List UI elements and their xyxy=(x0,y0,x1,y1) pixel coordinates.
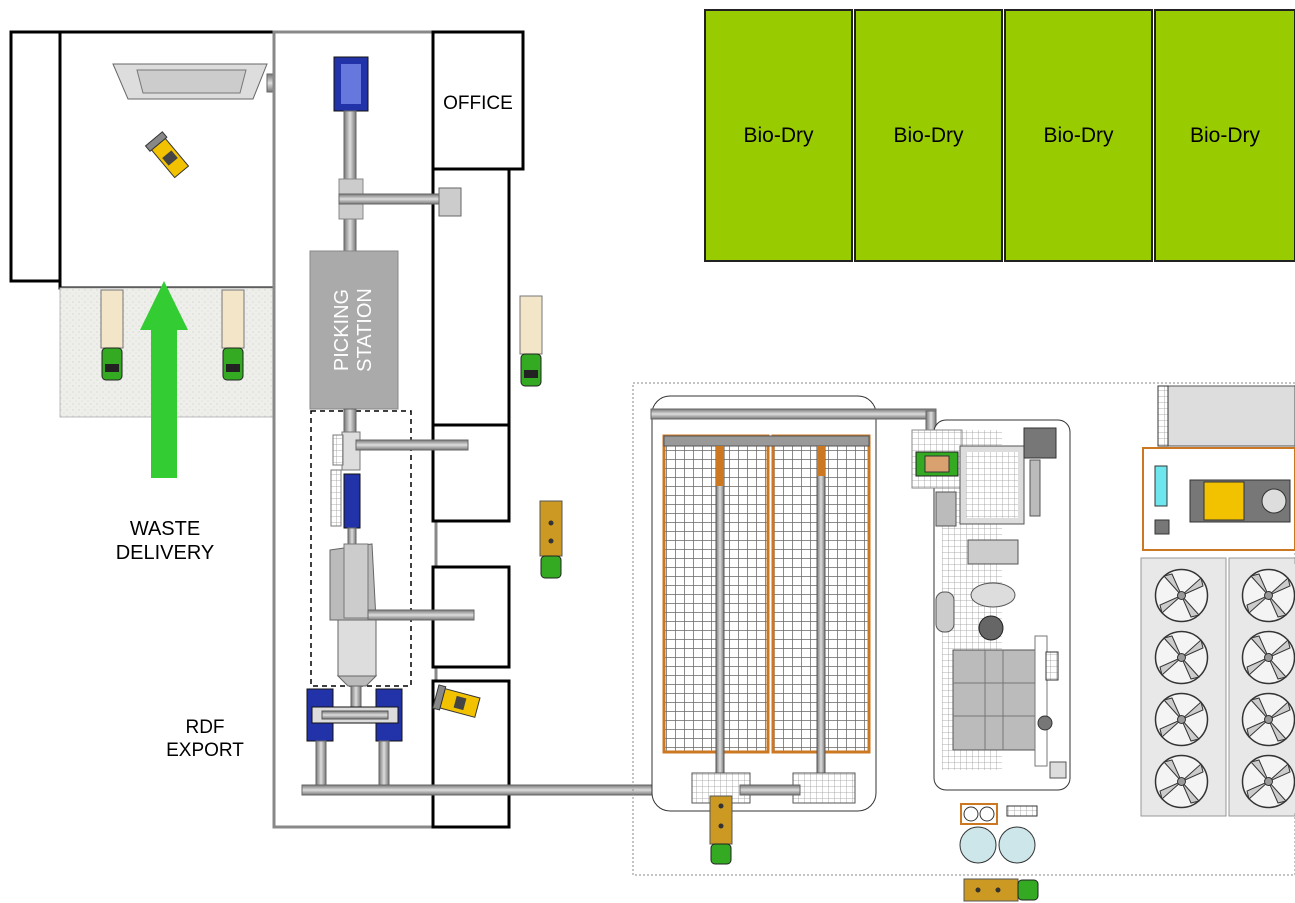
cooling-fans xyxy=(1140,557,1295,817)
dryer-tunnels xyxy=(650,395,937,812)
waste-delivery-label: WASTE DELIVERY xyxy=(115,518,215,564)
generator-building xyxy=(1142,385,1295,551)
bio-dry-label-1: Bio-Dry xyxy=(743,123,814,147)
shredder-line xyxy=(310,408,475,687)
wheel-loader-icon xyxy=(144,131,190,179)
main-conveyor xyxy=(333,56,462,252)
rdf-export-equipment xyxy=(301,685,773,796)
trailer-truck-icon xyxy=(963,878,1039,902)
trailer-truck-icon xyxy=(709,795,733,865)
delivery-truck-icon xyxy=(221,289,245,381)
rdf-export-label: RDF EXPORT xyxy=(166,717,244,761)
bio-dry-label-4: Bio-Dry xyxy=(1189,123,1260,147)
delivery-truck-icon xyxy=(100,289,124,381)
parked-truck-icon xyxy=(519,295,543,387)
refining-line xyxy=(911,419,1071,791)
office-label: OFFICE xyxy=(443,93,513,114)
storage-tanks xyxy=(959,803,1038,864)
wheel-loader-icon xyxy=(432,684,481,718)
dryer-plant-boundary xyxy=(632,382,1295,876)
bio-dry-bays xyxy=(704,9,1295,262)
waste-delivery-arrow-icon xyxy=(140,281,188,478)
picking-station-label: PICKING STATION xyxy=(331,288,376,372)
feed-hopper xyxy=(112,63,340,100)
bio-dry-label-2: Bio-Dry xyxy=(893,123,964,147)
bio-dry-label-3: Bio-Dry xyxy=(1043,123,1114,147)
trailer-truck-icon xyxy=(539,500,563,579)
